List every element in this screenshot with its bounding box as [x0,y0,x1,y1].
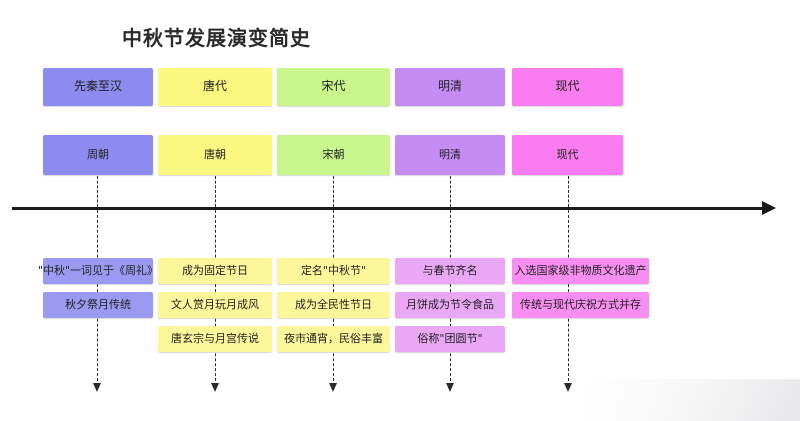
detail-box-2-1: 成为全民性节日 [277,292,390,318]
connector-upper-4 [568,176,569,207]
dynasty-box-2: 宋朝 [277,135,390,175]
dynasty-box-4: 现代 [512,135,623,175]
connector-upper-0 [97,176,98,207]
dynasty-box-1: 唐朝 [158,135,272,175]
era-box-3: 明清 [395,68,505,106]
detail-box-2-2: 夜市通宵，民俗丰富 [277,326,390,352]
detail-box-3-0: 与春节齐名 [395,258,505,284]
dynasty-box-0: 周朝 [43,135,153,175]
detail-box-4-0: 入选国家级非物质文化遗产 [512,258,649,284]
connector-upper-2 [333,176,334,207]
era-box-2: 宋代 [277,68,390,106]
era-box-1: 唐代 [158,68,272,106]
page-title: 中秋节发展演变简史 [122,26,311,50]
era-box-4: 现代 [512,68,623,106]
detail-box-3-1: 月饼成为节令食品 [395,292,505,318]
dynasty-box-3: 明清 [395,135,505,175]
detail-box-4-1: 传统与现代庆祝方式并存 [512,292,649,318]
corner-gradient [590,379,800,421]
connector-arrow-icon-3 [446,383,454,392]
detail-box-3-2: 俗称"团圆节" [395,326,505,352]
detail-box-0-1: 秋夕祭月传统 [43,292,153,318]
connector-arrow-icon-4 [564,383,572,392]
era-box-0: 先秦至汉 [43,68,153,106]
detail-box-1-1: 文人赏月玩月成风 [158,292,272,318]
timeline-arrow-icon [762,201,776,215]
timeline-axis [12,207,764,210]
connector-arrow-icon-0 [93,383,101,392]
detail-box-2-0: 定名"中秋节" [277,258,390,284]
connector-upper-1 [215,176,216,207]
detail-box-1-2: 唐玄宗与月宫传说 [158,326,272,352]
connector-upper-3 [450,176,451,207]
detail-box-1-0: 成为固定节日 [158,258,272,284]
connector-arrow-icon-2 [329,383,337,392]
detail-box-0-0: "中秋"一词见于《周礼》 [38,258,158,284]
connector-arrow-icon-1 [211,383,219,392]
